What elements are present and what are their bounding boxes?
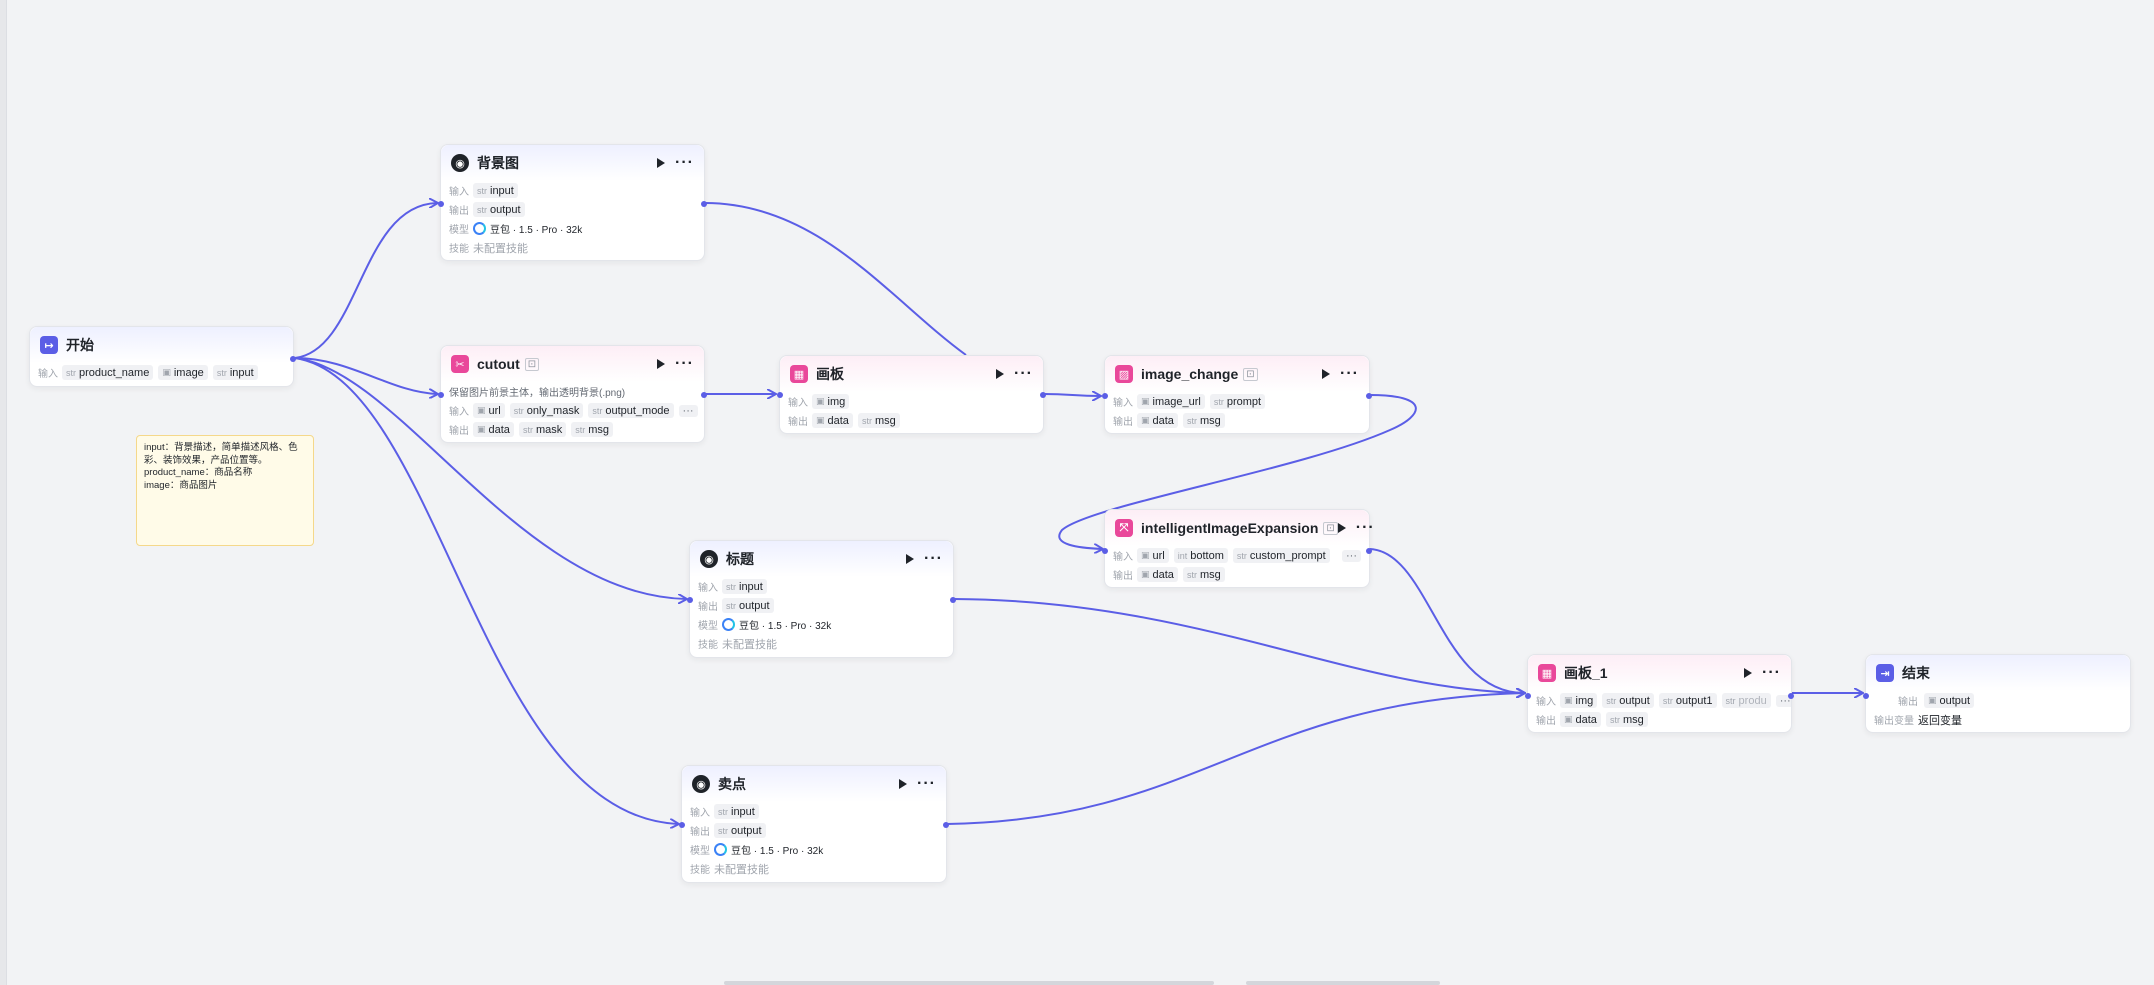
board-icon: ▦ <box>790 365 808 383</box>
edge-bg-board <box>704 202 967 356</box>
output-port[interactable] <box>290 356 296 362</box>
llm-icon: ◉ <box>451 154 469 172</box>
run-icon[interactable] <box>1337 523 1346 533</box>
model-icon <box>722 618 735 631</box>
image-type-icon: ▣ <box>162 367 171 377</box>
model-icon <box>714 843 727 856</box>
more-icon[interactable]: ··· <box>1340 365 1359 382</box>
node-cutout[interactable]: ✂ cutout ⊡ ··· 保留图片前景主体，输出透明背景(.png) 输入 … <box>438 345 707 443</box>
edge-expansion-board1 <box>1369 548 1524 693</box>
horizontal-scrollbar-thumb[interactable] <box>1246 981 1440 985</box>
input-port[interactable] <box>777 392 783 398</box>
plugin-badge-icon: ⊡ <box>524 357 540 371</box>
run-icon[interactable] <box>899 779 908 789</box>
input-port[interactable] <box>1525 693 1531 699</box>
more-icon[interactable]: ··· <box>675 154 694 171</box>
image-type-icon: ▣ <box>1141 415 1150 425</box>
board-icon: ▦ <box>1538 664 1556 682</box>
canvas-left-edge <box>0 0 7 985</box>
more-icon[interactable]: ··· <box>917 775 936 792</box>
image-type-icon: ▣ <box>1141 396 1150 406</box>
more-vars-button[interactable]: ··· <box>678 404 698 417</box>
image-type-icon: ▣ <box>1564 695 1573 705</box>
node-expansion[interactable]: ⤧ intelligentImageExpansion ⊡ ··· 输入 ▣ur… <box>1102 509 1374 588</box>
run-icon[interactable] <box>1322 369 1331 379</box>
node-title: 开始 <box>66 337 94 353</box>
image-type-icon: ▣ <box>816 415 825 425</box>
output-port[interactable] <box>1366 548 1372 554</box>
output-port[interactable] <box>950 597 956 603</box>
input-port[interactable] <box>679 822 685 828</box>
image-type-icon: ▣ <box>816 396 825 406</box>
run-icon[interactable] <box>657 359 666 369</box>
image-type-icon: ▣ <box>1564 714 1573 724</box>
image-type-icon: ▣ <box>1141 550 1150 560</box>
plugin-badge-icon: ⊡ <box>1243 367 1258 381</box>
output-port[interactable] <box>1040 392 1046 398</box>
output-port[interactable] <box>943 822 949 828</box>
image-type-icon: ▣ <box>1141 569 1150 579</box>
edge-board-imagechange <box>1043 394 1100 396</box>
edge-start-cutout <box>294 357 437 394</box>
run-icon[interactable] <box>996 369 1005 379</box>
edge-selling-board1 <box>946 693 1524 825</box>
input-port[interactable] <box>1863 693 1869 699</box>
edge-start-bg <box>294 203 437 359</box>
run-icon[interactable] <box>657 158 666 168</box>
input-port[interactable] <box>687 597 693 603</box>
output-port[interactable] <box>701 201 707 207</box>
output-port[interactable] <box>1366 393 1372 399</box>
output-port[interactable] <box>701 392 707 398</box>
input-port[interactable] <box>438 392 444 398</box>
model-icon <box>473 222 486 235</box>
expansion-icon: ⤧ <box>1115 519 1133 537</box>
input-port[interactable] <box>1102 548 1108 554</box>
more-icon[interactable]: ··· <box>1014 365 1033 382</box>
var-tag[interactable]: ▣image <box>158 365 208 380</box>
edge-title-board1 <box>953 598 1524 693</box>
image-type-icon: ▣ <box>477 405 486 415</box>
output-port[interactable] <box>1788 693 1794 699</box>
node-end[interactable]: ⇥ 结束 输出▣output 输出变量返回变量 <box>1863 654 2131 733</box>
more-vars-button[interactable]: ··· <box>1775 694 1791 707</box>
end-icon: ⇥ <box>1876 664 1894 682</box>
input-port[interactable] <box>438 201 444 207</box>
input-port[interactable] <box>1102 393 1108 399</box>
horizontal-scrollbar[interactable] <box>724 981 1214 985</box>
plugin-badge-icon: ⊡ <box>1323 521 1338 535</box>
run-icon[interactable] <box>1744 668 1753 678</box>
run-icon[interactable] <box>906 554 915 564</box>
llm-icon: ◉ <box>700 550 718 568</box>
cutout-icon: ✂ <box>451 355 469 373</box>
image-type-icon: ▣ <box>477 424 486 434</box>
start-icon: ↦ <box>40 336 58 354</box>
image-change-icon: ▨ <box>1115 365 1133 383</box>
more-icon[interactable]: ··· <box>924 550 943 567</box>
image-type-icon: ▣ <box>1928 695 1937 705</box>
llm-icon: ◉ <box>692 775 710 793</box>
sticky-note[interactable]: input：背景描述，简单描述风格、色彩、装饰效果，产品位置等。 product… <box>136 435 314 546</box>
more-vars-button[interactable]: ··· <box>1342 549 1361 562</box>
more-icon[interactable]: ··· <box>1355 519 1375 536</box>
more-icon[interactable]: ··· <box>675 355 694 372</box>
more-icon[interactable]: ··· <box>1762 664 1781 681</box>
